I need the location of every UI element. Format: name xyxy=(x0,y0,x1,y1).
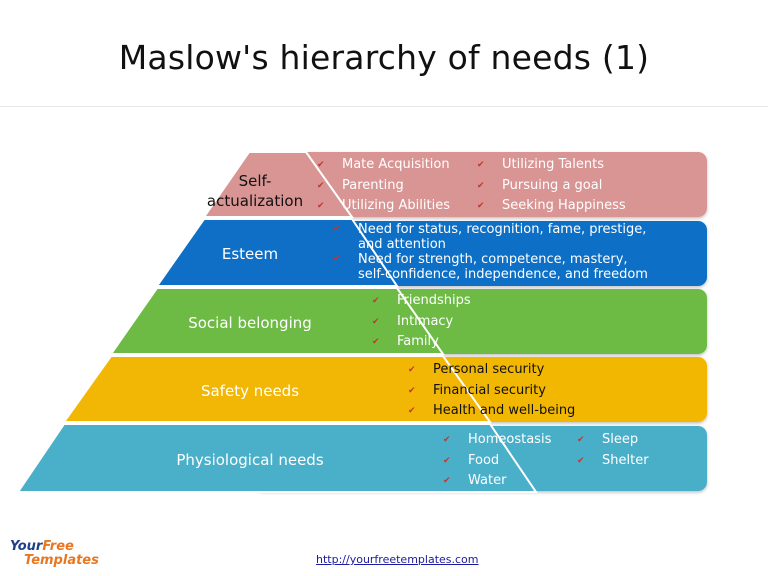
checkmark-icon: ✔ xyxy=(372,316,380,327)
checkmark-icon: ✔ xyxy=(317,160,325,170)
list-item: ✔Intimacy xyxy=(372,312,471,333)
checkmark-icon: ✔ xyxy=(577,455,585,466)
level-label-self-actualization: Self- actualization xyxy=(200,171,310,211)
list-item: ✔Food xyxy=(443,451,551,472)
level-label-social-belonging: Social belonging xyxy=(188,314,312,332)
list-item: ✔Utilizing Abilities xyxy=(317,196,450,217)
list-item: ✔Water xyxy=(443,471,551,492)
list-item: ✔Family xyxy=(372,332,471,353)
list-item: ✔Financial security xyxy=(408,381,575,402)
checkmark-icon: ✔ xyxy=(443,455,451,466)
title-divider xyxy=(0,106,768,107)
social-belonging-list: ✔Friendships ✔Intimacy ✔Family xyxy=(372,291,471,353)
checkmark-icon: ✔ xyxy=(317,201,325,211)
list-item: ✔Seeking Happiness xyxy=(477,196,626,217)
list-item: ✔Need for strength, competence, mastery,… xyxy=(333,252,648,282)
checkmark-icon: ✔ xyxy=(333,224,341,234)
page-title: Maslow's hierarchy of needs (1) xyxy=(118,38,650,77)
checkmark-icon: ✔ xyxy=(372,296,380,306)
pyramid-tier-social-belonging xyxy=(109,287,445,355)
website-link[interactable]: http://yourfreetemplates.com xyxy=(316,553,479,566)
physiological-list-left: ✔Homeostasis ✔Food ✔Water xyxy=(443,430,551,492)
list-item: ✔Shelter xyxy=(577,451,649,472)
logo-line1: YourFree xyxy=(10,539,74,554)
self-actualization-line1: Self- xyxy=(238,172,272,190)
checkmark-icon: ✔ xyxy=(408,406,416,416)
physiological-list-right: ✔Sleep ✔Shelter xyxy=(577,430,649,471)
checkmark-icon: ✔ xyxy=(317,180,325,191)
checkmark-icon: ✔ xyxy=(477,160,485,170)
checkmark-icon: ✔ xyxy=(408,365,416,375)
safety-needs-list: ✔Personal security ✔Financial security ✔… xyxy=(408,360,575,422)
list-item: ✔Friendships xyxy=(372,291,471,312)
checkmark-icon: ✔ xyxy=(408,385,416,396)
yourfreetemplates-logo: YourFree Templates xyxy=(10,540,99,568)
checkmark-icon: ✔ xyxy=(333,254,341,264)
list-item: ✔Need for status, recognition, fame, pre… xyxy=(333,222,647,252)
list-item: ✔Mate Acquisition xyxy=(317,155,450,176)
level-label-safety-needs: Safety needs xyxy=(200,382,300,400)
checkmark-icon: ✔ xyxy=(443,435,451,445)
checkmark-icon: ✔ xyxy=(372,337,380,347)
pyramid-tier-safety-needs xyxy=(62,355,492,423)
list-item: ✔Parenting xyxy=(317,176,450,197)
self-actualization-line2: actualization xyxy=(206,192,304,210)
checkmark-icon: ✔ xyxy=(477,180,485,191)
self-actualization-list-left: ✔Mate Acquisition ✔Parenting ✔Utilizing … xyxy=(317,155,450,217)
checkmark-icon: ✔ xyxy=(577,435,585,445)
pyramid-tier-self-actualization xyxy=(202,151,354,218)
list-item: ✔Personal security xyxy=(408,360,575,381)
self-actualization-list-right: ✔Utilizing Talents ✔Pursuing a goal ✔See… xyxy=(477,155,626,217)
pyramid-tier-physiological-needs xyxy=(16,423,538,493)
logo-line2: Templates xyxy=(24,553,99,568)
list-item: ✔Utilizing Talents xyxy=(477,155,626,176)
checkmark-icon: ✔ xyxy=(443,476,451,486)
list-item: ✔Homeostasis xyxy=(443,430,551,451)
pyramid-tier-esteem xyxy=(155,218,399,287)
level-label-physiological-needs: Physiological needs xyxy=(176,451,324,469)
checkmark-icon: ✔ xyxy=(477,201,485,211)
list-item: ✔Health and well-being xyxy=(408,401,575,422)
bar-self-actualization xyxy=(255,152,707,217)
esteem-list: ✔Need for status, recognition, fame, pre… xyxy=(333,222,673,282)
list-item: ✔Sleep xyxy=(577,430,649,451)
list-item: ✔Pursuing a goal xyxy=(477,176,626,197)
level-label-esteem: Esteem xyxy=(221,245,279,263)
